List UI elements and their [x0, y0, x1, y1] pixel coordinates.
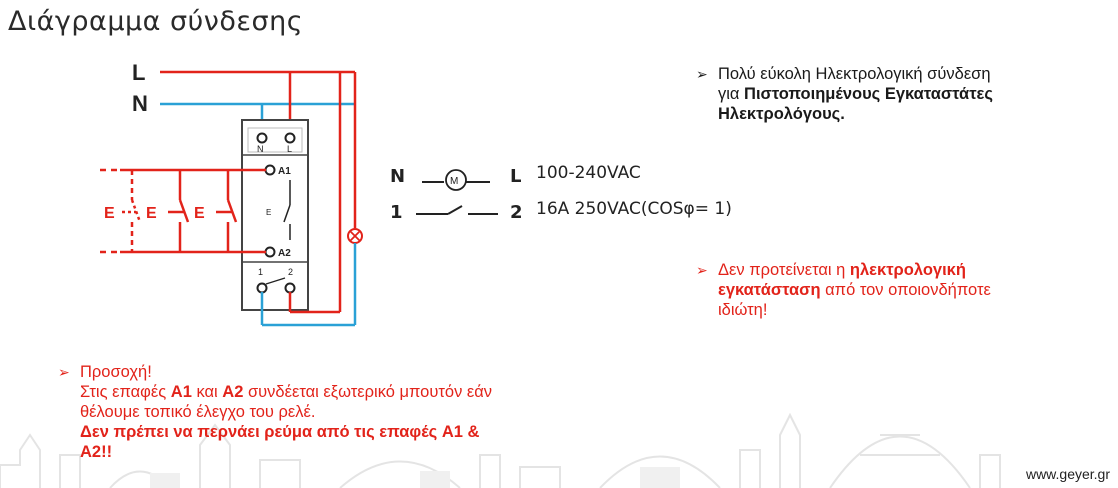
terminal-2-label: 2: [288, 267, 293, 277]
note-warning: ➢ Προσοχή! Στις επαφές A1 και A2 συνδέετ…: [58, 363, 493, 461]
legend-coil: N M L: [390, 166, 521, 191]
lamp-symbol: [347, 228, 363, 244]
line-n-label: N: [132, 91, 148, 116]
bullet-icon: ➢: [696, 66, 708, 82]
note-certified-installers: ➢ Πολύ εύκολη Ηλεκτρολογική σύνδεση για …: [696, 65, 993, 123]
button-label-1: E: [104, 205, 115, 222]
legend-contact: 1 2: [390, 202, 523, 223]
note-not-recommended: ➢ Δεν προτείνεται η ηλεκτρολογική εγκατά…: [696, 261, 991, 319]
line-l-label: L: [132, 60, 145, 85]
legend-2-left: 1: [390, 202, 403, 223]
legend-1-right: L: [510, 166, 521, 187]
terminal-a2-label: A2: [278, 248, 291, 259]
terminal-l-label: L: [287, 144, 292, 154]
page-title: Διάγραμμα σύνδεσης: [8, 6, 304, 37]
terminal-a1-label: A1: [278, 166, 291, 177]
legend-1-desc: 100-240VAC: [536, 163, 641, 183]
skyline-background: [0, 412, 1001, 488]
button-label-2: E: [146, 205, 157, 222]
terminal-1-label: 1: [258, 267, 263, 277]
svg-text:E: E: [266, 208, 271, 217]
bullet-icon: ➢: [58, 364, 70, 380]
svg-text:M: M: [450, 176, 458, 187]
bullet-icon: ➢: [696, 262, 708, 278]
legend-2-right: 2: [510, 202, 523, 223]
button-label-3: E: [194, 205, 205, 222]
terminal-n-label: N: [257, 144, 264, 154]
legend-1-left: N: [390, 166, 405, 187]
push-buttons: [122, 170, 238, 252]
legend-2-desc: 16A 250VAC(COSφ= 1): [536, 199, 732, 219]
website-link[interactable]: www.geyer.gr: [1025, 466, 1110, 482]
relay-module: N L A1 A2 E 1 2: [241, 119, 309, 311]
